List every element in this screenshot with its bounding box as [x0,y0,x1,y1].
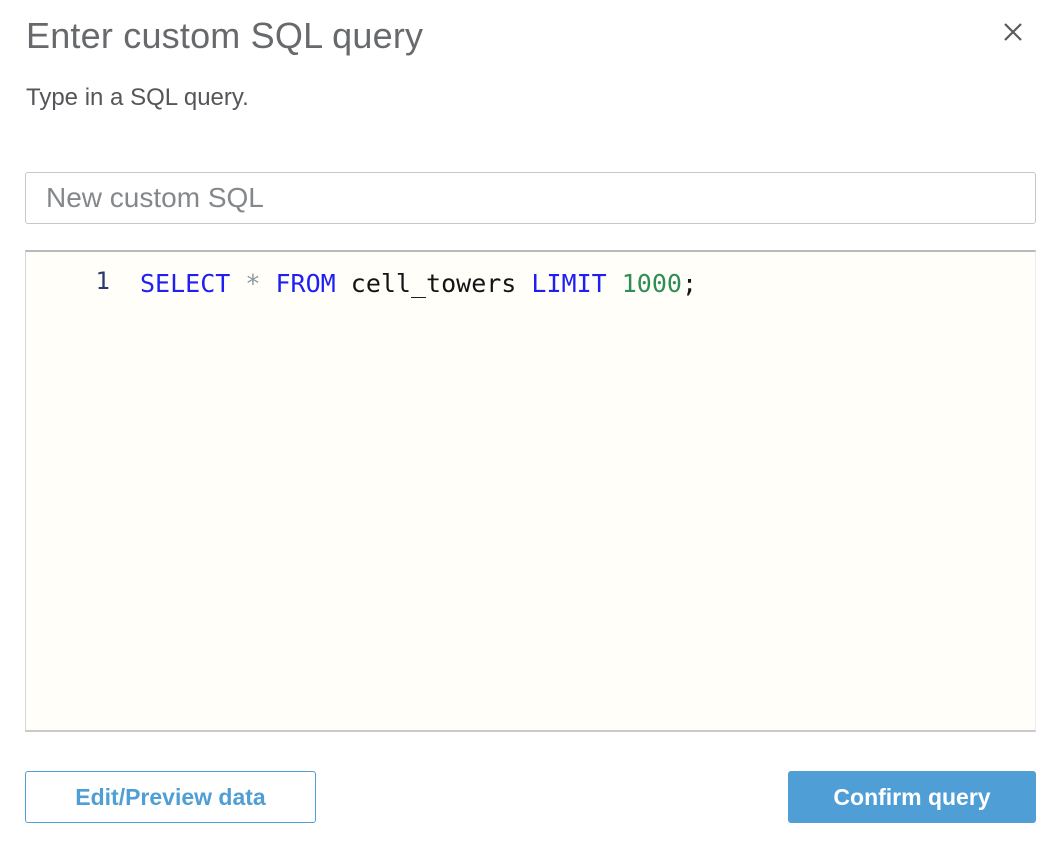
edit-preview-data-button[interactable]: Edit/Preview data [25,771,316,823]
sql-code-editor[interactable]: 1 SELECT * FROM cell_towers LIMIT 1000; [25,250,1036,732]
sql-token-plain [260,269,275,298]
close-icon [1002,21,1024,43]
edit-preview-data-label: Edit/Preview data [75,783,266,810]
sql-token-keyword: FROM [275,269,336,298]
sql-token-number: 1000 [621,269,682,298]
sql-token-keyword: LIMIT [531,269,607,298]
close-button[interactable] [998,17,1028,47]
sql-token-identifier: cell_towers [350,269,517,298]
confirm-query-button[interactable]: Confirm query [788,771,1036,823]
dialog-title: Enter custom SQL query [26,15,424,56]
sql-token-punctuation: ; [681,269,698,298]
custom-sql-name-input[interactable] [25,172,1036,224]
sql-token-operator: * [245,269,261,298]
sql-token-plain [607,269,622,298]
editor-line-number-gutter: 1 [26,252,138,730]
sql-token-plain [516,269,531,298]
sql-token-plain [230,269,245,298]
sql-token-keyword: SELECT [140,269,231,298]
confirm-query-label: Confirm query [833,783,991,810]
line-number: 1 [95,267,110,295]
dialog-subtitle: Type in a SQL query. [26,84,249,111]
sql-token-plain [336,269,351,298]
sql-code-line[interactable]: SELECT * FROM cell_towers LIMIT 1000; [140,267,1031,301]
